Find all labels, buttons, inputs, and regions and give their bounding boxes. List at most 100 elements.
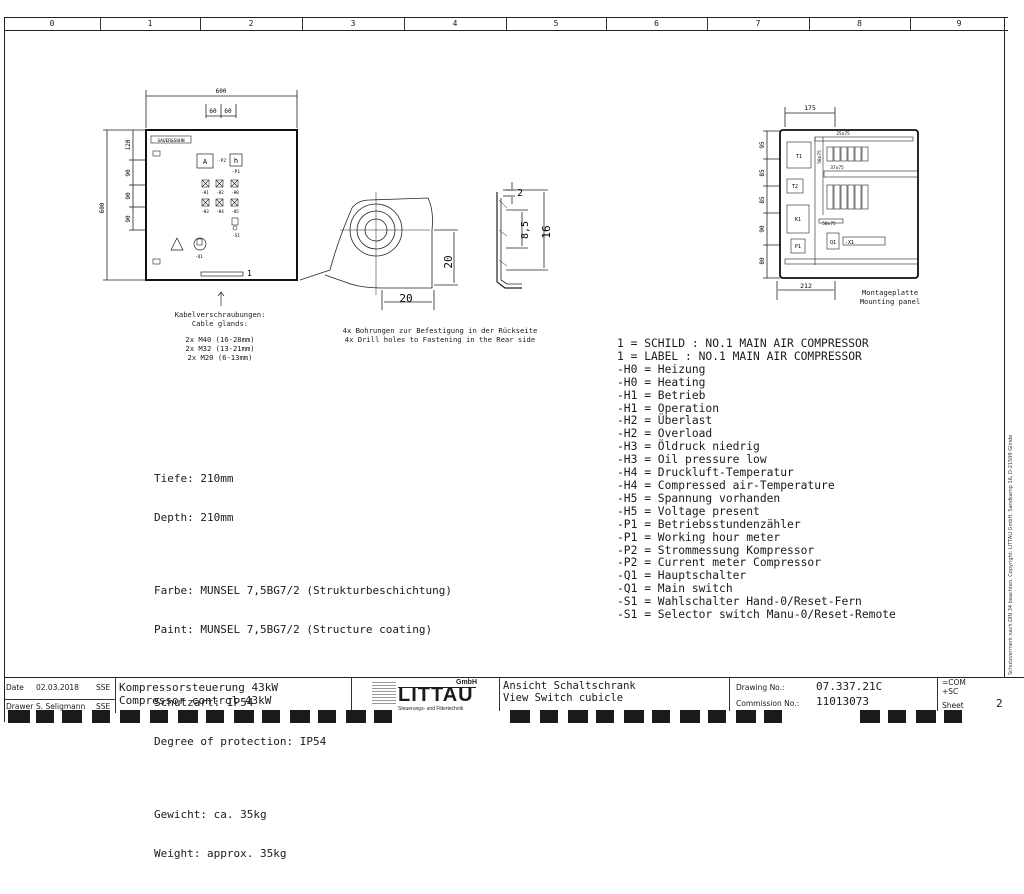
main-switch-knob (193, 237, 207, 251)
cable-gland-m20: 2x M20 (6-13mm) (187, 353, 253, 362)
logo-name: LITTAU (398, 684, 474, 706)
ruler-cell: 7 (707, 18, 810, 30)
cable-glands-title-de: Kabelverschraubungen: (174, 310, 266, 319)
dim-width-60-a: 60 (209, 108, 217, 115)
legend-line: -Q1 = Hauptschalter (617, 569, 747, 583)
panel-t2: T2 (792, 184, 798, 190)
legend-line: -H4 = Druckluft-Temperatur (617, 466, 794, 480)
sheet-label: Sheet (942, 701, 964, 710)
lamp-label-h5: -H5 (231, 209, 239, 214)
panel-x1: -X1 (845, 240, 854, 246)
mounting-panel-caption-en: Mounting panel (859, 297, 921, 306)
drawer-row: Drawer S. Seligmann SSE (4, 700, 116, 713)
drawer-initials: SSE (96, 702, 111, 711)
ruler-cell: 5 (506, 18, 607, 30)
cable-gland-m40: 2x M40 (16-28mm) (185, 335, 255, 344)
legend-line: -H1 = Operation (617, 401, 720, 415)
frame-left-border (4, 17, 5, 722)
com-label: =COM (942, 678, 966, 687)
commission-no-label: Commission No.: (736, 699, 800, 708)
frame-right-border (1004, 17, 1005, 677)
drawing-no-label: Drawing No.: (736, 683, 785, 692)
p2-label: -P2 (218, 158, 226, 164)
sc-label: +SC (942, 687, 959, 696)
legend-line: -H1 = Betrieb (617, 388, 706, 402)
ammeter-label: A (203, 158, 208, 166)
panel-dim-212: 212 (800, 282, 812, 290)
project-title-box: Kompressorsteuerung 43kW Compressor cont… (116, 678, 352, 711)
legend-line: -P1 = Working hour meter (617, 530, 781, 544)
dim-8-5: 8,5 (520, 221, 531, 239)
view-title-en: View Switch cubicle (503, 692, 624, 704)
front-view-drawing: SAUER&SOHN A -P2 h -P1 -H1 -H2 -H0 -H3 -… (99, 88, 298, 306)
legend-line: 1 = SCHILD : NO.1 MAIN AIR COMPRESSOR (617, 337, 869, 350)
location-box: =COM +SC Sheet 2 (938, 678, 1006, 711)
drawer-label: Drawer (6, 702, 34, 711)
depth-de: Tiefe: 210mm (154, 472, 234, 485)
legend-line: 1 = LABEL : NO.1 MAIN AIR COMPRESSOR (617, 349, 862, 363)
legend-line: -H2 = Überlast (617, 414, 713, 428)
dim-16: 16 (540, 225, 553, 238)
legend-line: -H5 = Spannung vorhanden (617, 491, 781, 505)
column-ruler: 0 1 2 3 4 5 6 7 8 9 (4, 17, 1008, 31)
duct-mid-size: 37x75 (830, 165, 844, 171)
protection-en: Degree of protection: IP54 (154, 735, 327, 748)
ruler-cell: 2 (200, 18, 303, 30)
legend-line: -P2 = Current meter Compressor (617, 556, 822, 570)
item-marker: 1 (247, 269, 252, 278)
title-block: Date 02.03.2018 SSE Drawer S. Seligmann … (4, 677, 1024, 724)
dim-20-vertical: 20 (442, 255, 455, 268)
date-row: Date 02.03.2018 SSE (4, 678, 116, 700)
drawing-number-box: Drawing No.: 07.337.21C Commission No.: … (730, 678, 938, 711)
panel-row-90: 90 (759, 225, 766, 233)
company-logo: GmbH LITTAU Steuerungs- und Filtertechni… (352, 678, 500, 712)
dim-row-90-c: 90 (125, 215, 132, 223)
ruler-cell: 6 (606, 18, 708, 30)
drawer-name: S. Seligmann (36, 702, 86, 711)
s1-label: -S1 (232, 233, 240, 238)
sheet-number: 2 (996, 697, 1003, 710)
dim-width-600: 600 (216, 88, 227, 95)
logo-stripes (372, 682, 396, 704)
duct-side-size: 50x75 (817, 150, 823, 164)
depth-en: Depth: 210mm (154, 511, 234, 524)
panel-k1: K1 (795, 217, 801, 223)
legend-line: -S1 = Selector switch Manu-0/Reset-Remot… (617, 608, 896, 622)
weight-de: Gewicht: ca. 35kg (154, 808, 267, 821)
cabinet-specs: Tiefe: 210mm Depth: 210mm Farbe: MUNSEL … (154, 446, 452, 894)
legend-line: -H0 = Heizung (617, 362, 706, 376)
dim-2: 2 (517, 188, 523, 199)
legend-line: -H5 = Voltage present (617, 504, 760, 518)
cable-gland-m32: 2x M32 (13-21mm) (185, 344, 255, 353)
hour-meter-label: h (234, 157, 238, 165)
legend-line: -H4 = Compressed air-Temperature (617, 478, 835, 492)
copyright-note: Schutzvermerk nach DIN 34 beachten. Copy… (1008, 434, 1014, 675)
mounting-panel-drawing: T1 T2 K1 P1 Q1 -X1 25x75 37x75 50x75 50x… (759, 104, 919, 300)
mounting-panel-caption-de: Montageplatte (861, 288, 919, 297)
q1-label: -Q1 (195, 254, 203, 259)
dim-width-60-b: 60 (224, 108, 232, 115)
dim-row-90-a: 90 (125, 169, 132, 177)
ruler-cell: 4 (404, 18, 507, 30)
project-title-de: Kompressorsteuerung 43kW (119, 681, 278, 694)
logo-subtitle: Steuerungs- und Filtertechnik (398, 706, 464, 712)
drill-holes-caption-en: 4x Drill holes to Fastening in the Rear … (344, 335, 536, 344)
project-title-en: Compressor control 43kW (119, 694, 272, 707)
panel-p1: P1 (795, 244, 801, 250)
drawing-no-value: 07.337.21C (816, 680, 883, 693)
legend-line: -P1 = Betriebsstundenzähler (617, 517, 801, 531)
mounting-hole-detail: 20 20 2 8,5 16 (300, 182, 553, 310)
panel-q1: Q1 (830, 240, 836, 246)
protection-de: Schutzart: IP54 (154, 696, 254, 709)
dim-row-120: 120 (125, 139, 132, 150)
duct-top-size: 25x75 (836, 131, 850, 137)
legend-line: -P2 = Strommessung Kompressor (617, 543, 815, 557)
date-initials: SSE (96, 683, 111, 692)
legend-line: -Q1 = Main switch (617, 582, 733, 596)
lamp-label-h1: -H1 (201, 190, 209, 195)
lamp-label-h0: -H0 (231, 190, 239, 195)
ruler-cell: 9 (956, 19, 962, 28)
panel-row-85-a: 85 (759, 169, 766, 177)
paint-en: Paint: MUNSEL 7,5BG7/2 (Structure coatin… (154, 623, 433, 636)
panel-row-80: 80 (759, 257, 766, 265)
